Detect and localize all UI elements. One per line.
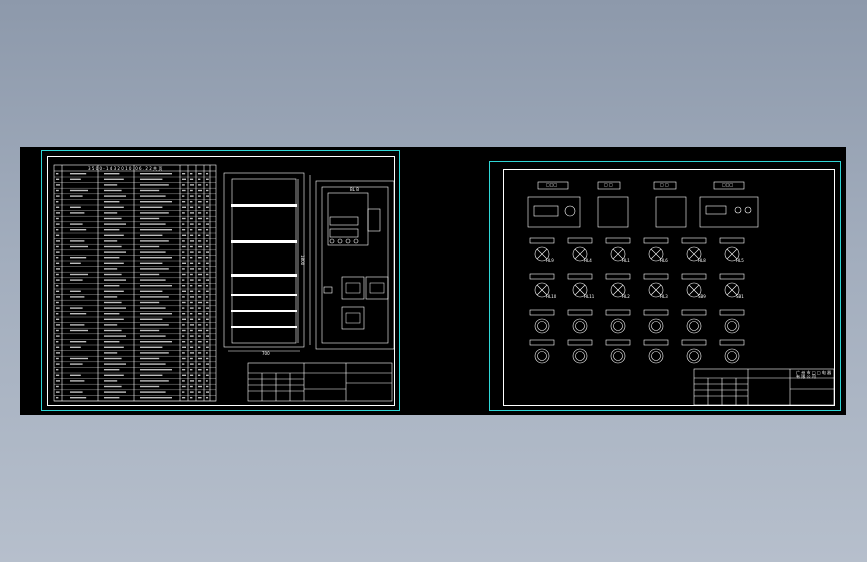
lamp-label-hl11: HL11 — [584, 294, 595, 299]
drawing-frame-2: □□□ □ □ □ □ □□□ 广 州 市 □ □ 电 器 有 限 公 司 HL… — [503, 169, 835, 406]
lamp-label-hl6: HL6 — [660, 258, 668, 263]
dimension-height-label: 1800 — [300, 255, 305, 266]
meter-label-3: □ □ — [660, 182, 669, 187]
sheet-1-linework — [53, 164, 394, 402]
lamp-label-hl10: HL10 — [546, 294, 557, 299]
sheet-2-linework — [527, 181, 834, 405]
dimension-width-label: 700 — [262, 351, 270, 356]
panel-label: BL B — [350, 187, 359, 192]
lamp-label-hl5: HL5 — [736, 258, 744, 263]
lamp-label-hl9: HL9 — [546, 258, 554, 263]
drawing-sheet-2[interactable]: □□□ □ □ □ □ □□□ 广 州 市 □ □ 电 器 有 限 公 司 HL… — [489, 161, 841, 411]
meter-label-1: □□□ — [546, 182, 558, 187]
lamp-label-hl4: HL4 — [584, 258, 592, 263]
lamp-label-hl3: HL3 — [660, 294, 668, 299]
lamp-label-sb9: SB9 — [698, 294, 706, 299]
lamp-label-sb1: SB1 — [736, 294, 744, 299]
lamp-label-hl8: HL8 — [698, 258, 706, 263]
drawing-sheet-1[interactable]: 3 5 0 0 - 1 4 3 2 0 1 0 . 0 6 . 2 2 共 页 … — [41, 150, 400, 411]
title-block-company: 广 州 市 □ □ 电 器 有 限 公 司 — [796, 370, 832, 379]
cad-viewport[interactable]: 3 5 0 0 - 1 4 3 2 0 1 0 . 0 6 . 2 2 共 页 … — [20, 147, 846, 415]
meter-label-4: □□□ — [722, 182, 734, 187]
parts-table-header: 3 5 0 0 - 1 4 3 2 0 1 0 . 0 6 . 2 2 共 页 — [88, 166, 163, 171]
drawing-frame-1: 3 5 0 0 - 1 4 3 2 0 1 0 . 0 6 . 2 2 共 页 … — [47, 156, 395, 406]
meter-label-2: □ □ — [604, 182, 613, 187]
lamp-label-hl1: HL1 — [622, 258, 630, 263]
lamp-label-hl2: HL2 — [622, 294, 630, 299]
